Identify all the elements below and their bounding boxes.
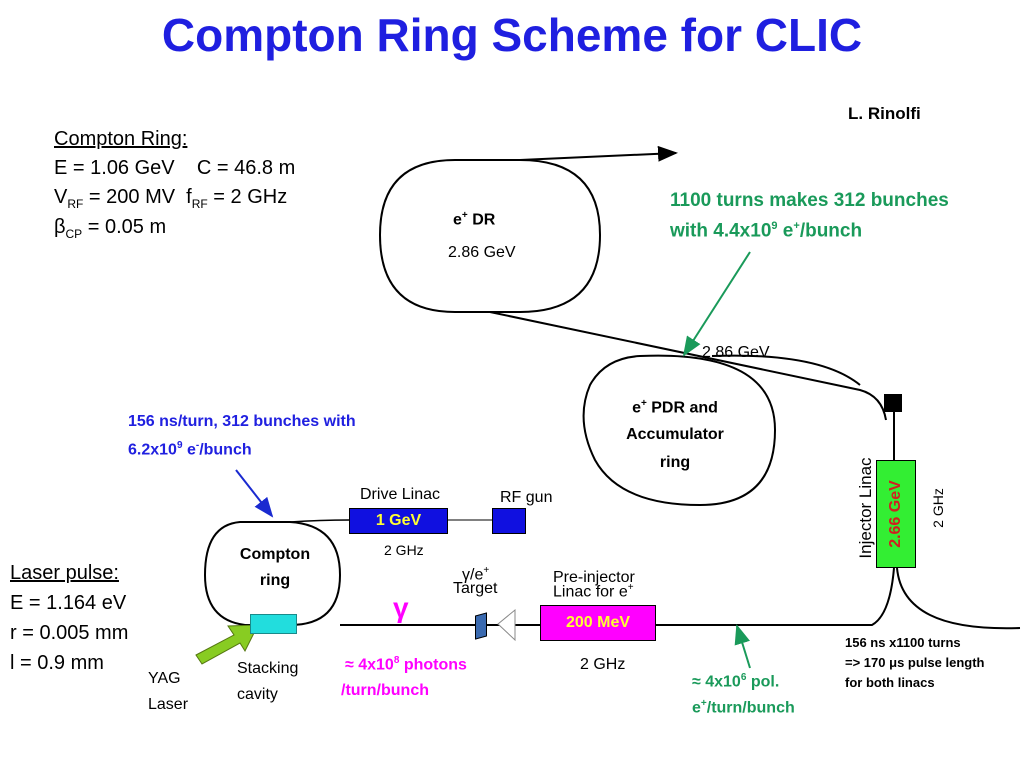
target-cone — [497, 608, 516, 642]
yag-label-line1: YAG — [148, 670, 181, 687]
laser-params-line1: E = 1.164 eV — [10, 592, 127, 614]
yag-laser-arrow — [195, 624, 259, 665]
positrons-note-line2: e+/turn/bunch — [692, 698, 795, 717]
pdr-label-line1: e+ PDR and — [632, 398, 718, 417]
stacking-label-line2: cavity — [237, 686, 278, 703]
drive-linac-box: 1 GeV — [349, 508, 448, 534]
dr-label: e+ DR — [453, 210, 496, 229]
dr-ring — [378, 159, 602, 313]
author-label: L. Rinolfi — [848, 104, 921, 123]
injector-linac-label: Injector Linac — [856, 457, 875, 559]
target-label: Target — [453, 580, 498, 597]
pulse-note-line2: => 170 μs pulse length — [845, 655, 985, 670]
turns-note-line2: with 4.4x109 e+/bunch — [670, 220, 863, 242]
drive-linac-freq: 2 GHz — [384, 542, 424, 558]
transfer-line-pdr — [711, 354, 861, 386]
target-ratio: γ/e+ — [462, 565, 490, 584]
stacking-cavity-box — [250, 614, 297, 634]
pdr-energy: 2.86 GeV — [702, 344, 770, 361]
laser-params-heading: Laser pulse: — [10, 562, 119, 584]
rf-gun-label: RF gun — [500, 489, 553, 506]
injector-branch-left — [655, 567, 895, 626]
turns-note-line1: 1100 turns makes 312 bunches — [670, 190, 949, 211]
laser-params-line2: r = 0.005 mm — [10, 622, 129, 644]
positrons-note-line1: ≈ 4x106 pol. — [692, 672, 780, 691]
pre-injector-line1: Pre-injector — [553, 569, 635, 586]
pulse-note-line3: for both linacs — [845, 675, 935, 690]
compton-ring-label-line2: ring — [259, 572, 291, 589]
injector-source-block — [884, 394, 902, 412]
compton-to-linac-line — [289, 519, 351, 523]
pdr-label-line2: Accumulator — [626, 426, 724, 443]
photons-note-line1: ≈ 4x108 photons — [345, 655, 467, 674]
pre-injector-freq: 2 GHz — [580, 656, 626, 673]
compton-params-line3: βCP = 0.05 m — [54, 216, 167, 241]
stacking-label-line1: Stacking — [237, 660, 299, 677]
laser-params-line3: l = 0.9 mm — [10, 652, 104, 674]
pdr-label-line3: ring — [659, 454, 691, 471]
photons-note-line2: /turn/bunch — [341, 682, 429, 699]
transfer-line-dr — [489, 311, 887, 421]
dr-extraction-arrow — [519, 145, 678, 162]
injector-branch-right — [896, 567, 1021, 630]
pulse-note-line1: 156 ns x1100 turns — [845, 635, 961, 650]
injector-linac-box: 2.66 GeV — [876, 460, 916, 568]
drive-linac-label: Drive Linac — [360, 486, 441, 503]
injector-linac-freq: 2 GHz — [930, 488, 946, 528]
pre-injector-line2: Linac for e+ — [553, 582, 634, 601]
injector-linac-energy: 2.66 GeV — [887, 480, 905, 548]
ns-note-line2: 6.2x109 e-/bunch — [128, 440, 252, 459]
target-block — [475, 612, 487, 640]
dr-energy: 2.86 GeV — [448, 244, 516, 261]
compton-params-line1: E = 1.06 GeV C = 46.8 m — [54, 157, 296, 179]
compton-ring-label-line1: Compton — [239, 546, 311, 563]
pre-injector-box: 200 MeV — [540, 605, 656, 641]
compton-params-heading: Compton Ring: — [54, 128, 188, 150]
page-title: Compton Ring Scheme for CLIC — [161, 9, 863, 61]
pre-injector-energy: 200 MeV — [565, 614, 631, 631]
positrons-note-arrow — [734, 624, 751, 669]
compton-params-line2: VRF = 200 MV fRF = 2 GHz — [54, 186, 288, 211]
ns-note-line1: 156 ns/turn, 312 bunches with — [128, 413, 356, 430]
yag-label-line2: Laser — [148, 696, 189, 713]
ns-note-arrow — [235, 469, 274, 518]
gamma-symbol: γ — [393, 592, 409, 623]
pdr-ring — [582, 354, 777, 507]
turns-note-arrow — [682, 251, 751, 357]
drive-linac-energy: 1 GeV — [375, 512, 422, 529]
rf-gun-box — [492, 508, 526, 534]
